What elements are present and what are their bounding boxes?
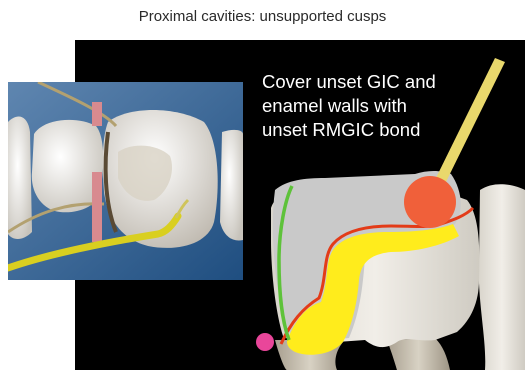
clinical-photo-drawing [8, 82, 243, 280]
figure-title: Proximal cavities: unsupported cusps [0, 8, 525, 25]
applicator-tip [404, 176, 456, 228]
clinical-photo-inset [8, 82, 243, 280]
wedge [92, 172, 102, 242]
caption-line: unset RMGIC bond [262, 118, 492, 142]
adjacent-tooth [479, 184, 525, 370]
caption-line: enamel walls with [262, 94, 492, 118]
contact-point-marker [256, 333, 274, 351]
caption-line: Cover unset GIC and [262, 70, 492, 94]
photo-tooth [220, 130, 243, 241]
caption: Cover unset GIC and enamel walls with un… [262, 70, 492, 142]
tooth-root [387, 338, 450, 370]
wedge [92, 102, 102, 126]
